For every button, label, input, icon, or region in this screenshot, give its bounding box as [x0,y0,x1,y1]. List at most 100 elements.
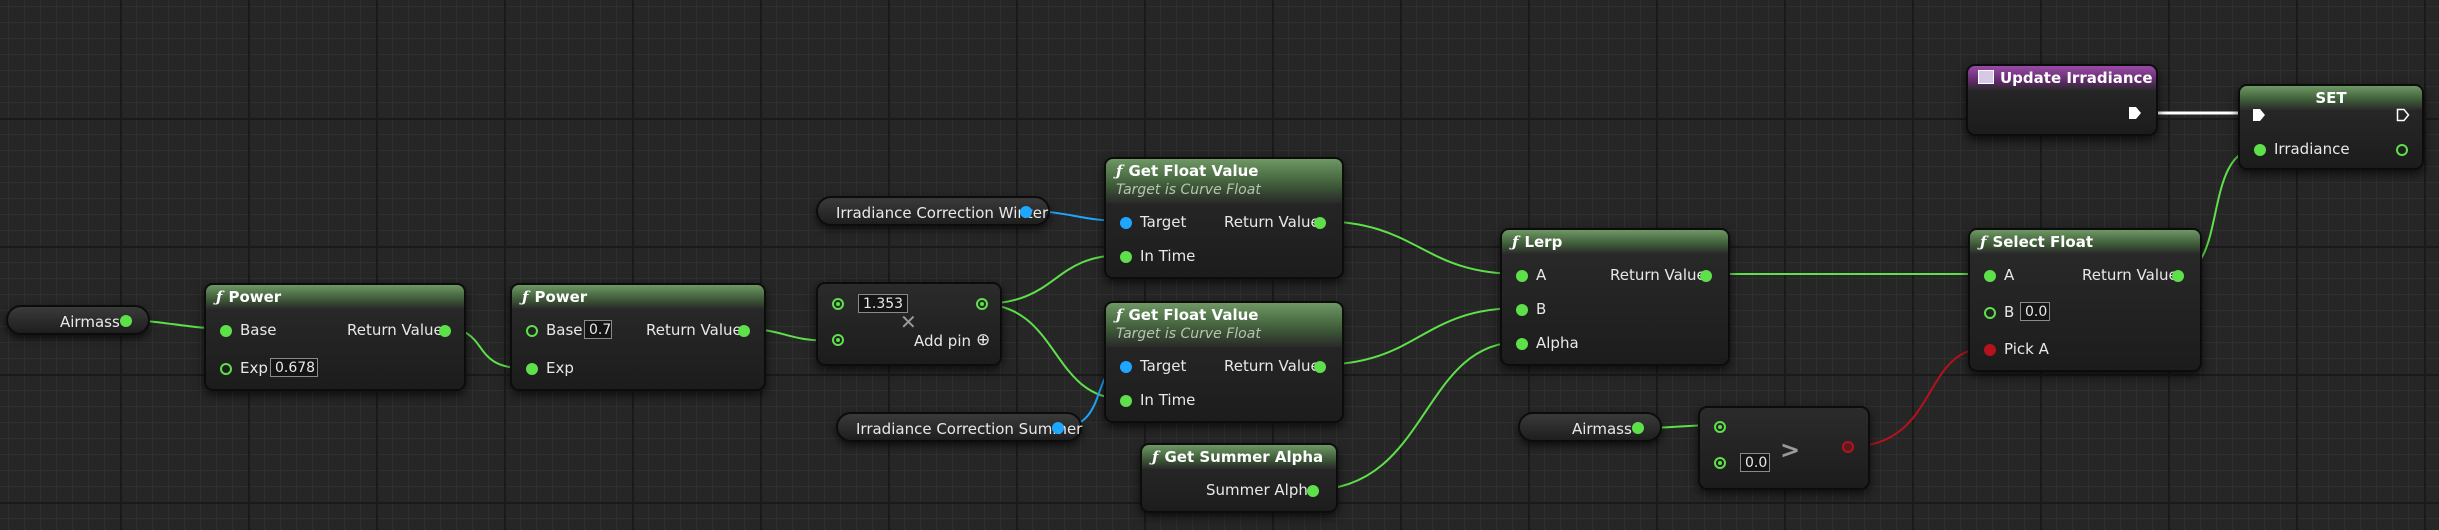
greater-than-node[interactable]: 0.0 > [1698,406,1870,490]
a-label: A [2004,266,2015,284]
multiply-value-input[interactable]: 1.353 [858,294,908,313]
function-icon: ƒ [216,288,223,306]
output-pin[interactable] [976,298,988,310]
in-time-input-pin[interactable] [1120,251,1132,263]
return-value-pin[interactable] [1700,270,1712,282]
object-output-pin[interactable] [1020,206,1032,218]
return-value-pin[interactable] [738,325,750,337]
alpha-label: Alpha [1536,334,1579,352]
summer-alpha-label: Summer Alpha [1206,481,1318,499]
base-input-pin[interactable] [526,325,538,337]
bool-output-pin[interactable] [1842,441,1854,453]
multiply-node[interactable]: 1.353 ✕ Add pin ⊕ [816,282,1002,366]
plus-circle-icon[interactable]: ⊕ [976,330,991,350]
b-label: B [2004,303,2015,321]
exec-input-pin[interactable] [2252,108,2266,122]
return-value-label: Return Value [2082,266,2178,284]
wire-multiply-to-intime-1 [979,254,1125,305]
a-input-pin[interactable] [1984,270,1996,282]
airmass-output-pin[interactable] [1632,422,1644,434]
exp-input-pin[interactable] [526,363,538,375]
exec-output-pin[interactable] [2128,106,2142,120]
variable-label: Irradiance Correction Summer [856,420,1083,438]
return-value-pin[interactable] [1314,361,1326,373]
pick-a-label: Pick A [2004,340,2049,358]
b-input-pin[interactable] [1984,307,1996,319]
irradiance-correction-summer-node[interactable]: Irradiance Correction Summer [836,412,1082,442]
wire-summeralpha-to-lerp-alpha [1310,341,1521,491]
close-icon[interactable]: ✕ [900,310,917,334]
base-label: Base [240,321,277,339]
base-input-pin[interactable] [220,325,232,337]
input-pin-b[interactable] [832,334,844,346]
in-time-input-pin[interactable] [1120,395,1132,407]
return-value-label: Return Value [646,321,742,339]
add-pin-label[interactable]: Add pin [914,332,972,350]
exp-label: Exp [546,359,574,377]
exp-label: Exp [240,359,268,377]
function-icon: ƒ [1116,162,1123,180]
return-value-pin[interactable] [2172,270,2184,282]
input-pin-b[interactable] [1714,457,1726,469]
return-value-label: Return Value [1224,213,1320,231]
wire-getfloat1-to-lerp-a [1316,220,1521,275]
airmass-variable-node-2[interactable]: Airmass [1518,412,1662,442]
irradiance-output-pin[interactable] [2396,144,2408,156]
a-input-pin[interactable] [1516,270,1528,282]
node-subtitle: Target is Curve Float [1116,326,1261,342]
target-label: Target [1140,213,1187,231]
summer-alpha-output-pin[interactable] [1307,485,1319,497]
alpha-input-pin[interactable] [1516,338,1528,350]
function-icon: ƒ [1512,233,1519,251]
irradiance-correction-winter-node[interactable]: Irradiance Correction Winter [816,196,1050,226]
input-pin-a[interactable] [1714,421,1726,433]
irradiance-input-pin[interactable] [2254,144,2266,156]
b-value-input[interactable]: 0.0 [1740,453,1770,472]
base-label: Base [546,321,583,339]
object-output-pin[interactable] [1052,422,1064,434]
set-irradiance-node[interactable]: SET Irradiance [2238,84,2424,170]
return-value-pin[interactable] [439,325,451,337]
b-input-pin[interactable] [1516,304,1528,316]
airmass-output-pin[interactable] [120,315,132,327]
node-title: Get Summer Alpha [1164,448,1324,466]
irradiance-label: Irradiance [2274,140,2350,158]
base-value-input[interactable]: 0.7 [584,320,612,339]
node-title: Power [534,288,588,306]
airmass-label: Airmass [1572,420,1632,438]
b-value-input[interactable]: 0.0 [2020,302,2050,321]
wire-multiply-to-intime-2 [979,303,1125,400]
greater-than-symbol: > [1780,436,1801,464]
return-value-pin[interactable] [1314,217,1326,229]
return-value-label: Return Value [347,321,443,339]
target-input-pin[interactable] [1120,361,1132,373]
exp-input-pin[interactable] [220,363,232,375]
exp-value-input[interactable]: 0.678 [270,358,318,377]
node-title: Get Float Value [1128,162,1259,180]
input-pin-a[interactable] [832,298,844,310]
node-title: SET [2315,89,2347,107]
return-value-label: Return Value [1610,266,1706,284]
update-irradiance-event-node[interactable]: Update Irradiance [1966,64,2158,136]
node-title: Get Float Value [1128,306,1259,324]
node-title: Select Float [1992,233,2094,251]
airmass-variable-node[interactable]: Airmass [6,305,150,335]
pick-a-input-pin[interactable] [1984,344,1996,356]
return-value-label: Return Value [1224,357,1320,375]
exec-output-pin[interactable] [2396,108,2410,122]
target-input-pin[interactable] [1120,217,1132,229]
event-icon [1978,70,1994,84]
